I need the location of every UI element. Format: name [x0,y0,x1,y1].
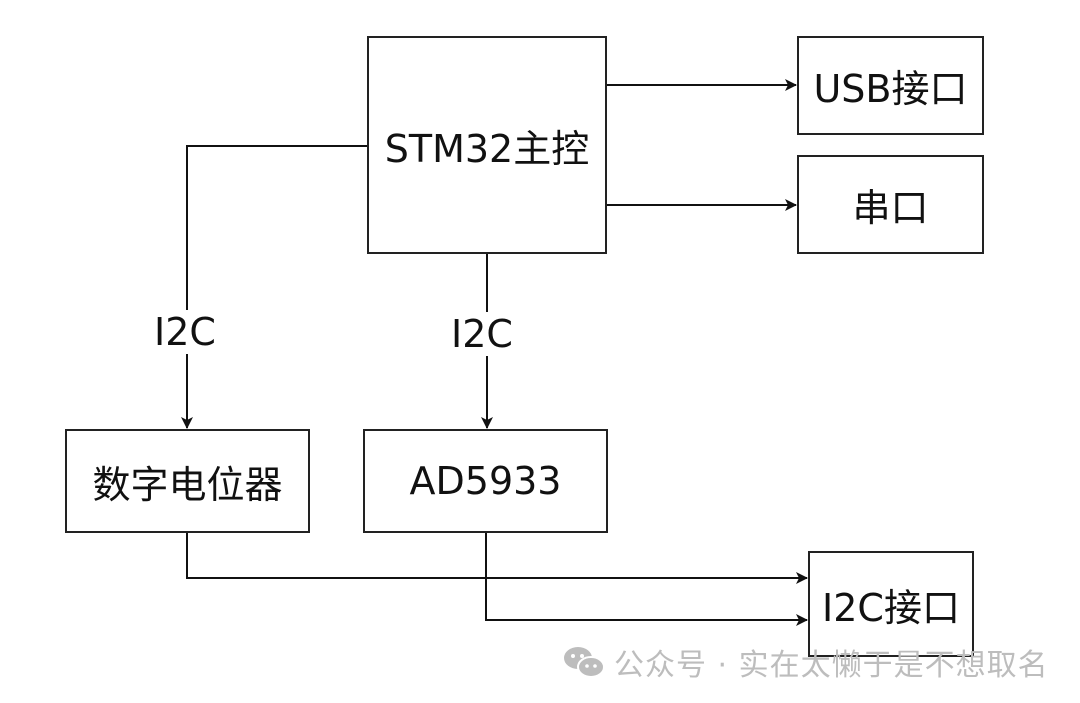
watermark: 公众号 · 实在太懒于是不想取名 [562,640,1049,684]
usb-label: USB接口 [813,67,968,111]
edge-stm32-potentiometer [181,145,367,429]
watermark-text: 公众号 · 实在太懒于是不想取名 [614,648,1049,683]
stm32-label: STM32主控 [384,126,590,171]
potentiometer-label: 数字电位器 [92,462,283,507]
i2c-port-node: I2C接口 [808,551,974,657]
wechat-icon [564,647,605,678]
potentiometer-node: 数字电位器 [65,429,310,533]
ad5933-label: AD5933 [409,459,562,503]
stm32-node: STM32主控 [367,36,607,254]
edge-label-i2c-center: I2C [449,312,515,356]
serial-node: 串口 [797,155,984,254]
usb-node: USB接口 [797,36,984,135]
edge-label-i2c-left: I2C [152,310,218,354]
edge-ad5933-i2c [485,533,808,626]
i2c-port-label: I2C接口 [822,585,960,630]
serial-label: 串口 [852,186,929,230]
ad5933-node: AD5933 [363,429,608,533]
edge-potentiometer-i2c [186,533,808,584]
